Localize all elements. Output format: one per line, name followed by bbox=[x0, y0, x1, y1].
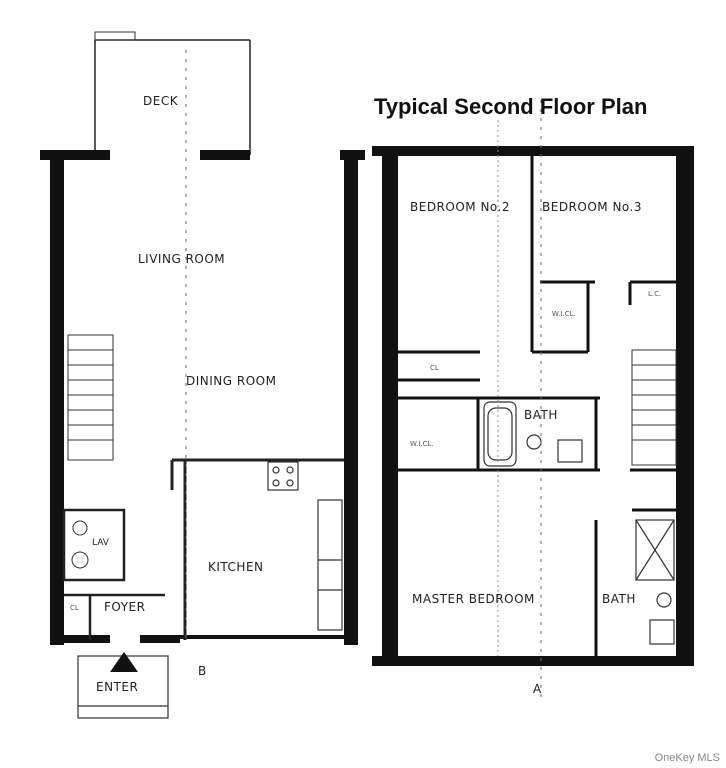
second-floor-east-wall bbox=[676, 146, 694, 666]
closet-1-label: CL bbox=[430, 364, 439, 372]
south-wall-right bbox=[175, 635, 355, 639]
second-floor-west-wall bbox=[382, 146, 398, 666]
second-floor-north-wall bbox=[372, 146, 690, 156]
south-wall-mid bbox=[140, 635, 180, 643]
south-wall-left bbox=[50, 635, 110, 643]
first-floor-west-wall bbox=[50, 150, 64, 645]
north-wall-right bbox=[200, 150, 250, 160]
foyer-label: FOYER bbox=[104, 600, 146, 614]
living-room-label: LIVING ROOM bbox=[138, 252, 226, 266]
kitchen-label: KITCHEN bbox=[208, 560, 264, 574]
first-floor-plan bbox=[40, 31, 365, 719]
linen-closet-label: L.C. bbox=[648, 290, 662, 298]
walk-in-closet-2-label: W.I.CL. bbox=[552, 310, 576, 318]
watermark: OneKey MLS bbox=[654, 752, 720, 764]
second-floor-plan bbox=[372, 100, 694, 700]
second-floor-stairs bbox=[631, 349, 677, 466]
bath-2-label: BATH bbox=[602, 592, 636, 606]
plan-title: Typical Second Floor Plan bbox=[374, 94, 648, 119]
first-floor-east-wall bbox=[344, 150, 358, 645]
first-floor-stairs bbox=[67, 334, 114, 461]
bath-1-label: BATH bbox=[524, 408, 558, 422]
bedroom-2-label: BEDROOM No.2 bbox=[410, 200, 511, 214]
bedroom-3-label: BEDROOM No.3 bbox=[542, 200, 643, 214]
entry-arrow-icon bbox=[110, 652, 138, 672]
lav-label: LAV bbox=[92, 538, 109, 548]
marker-a-label: A bbox=[533, 682, 542, 696]
second-floor-south-wall bbox=[372, 656, 694, 666]
walk-in-closet-1-label: W.I.CL. bbox=[410, 440, 434, 448]
deck-label: DECK bbox=[143, 94, 179, 108]
master-bedroom-label: MASTER BEDROOM bbox=[412, 592, 535, 606]
foyer-closet-label: CL bbox=[70, 604, 79, 612]
marker-b-label: B bbox=[198, 664, 207, 678]
enter-label: ENTER bbox=[96, 680, 139, 694]
north-wall-left bbox=[40, 150, 110, 160]
dining-room-label: DINING ROOM bbox=[186, 374, 277, 388]
